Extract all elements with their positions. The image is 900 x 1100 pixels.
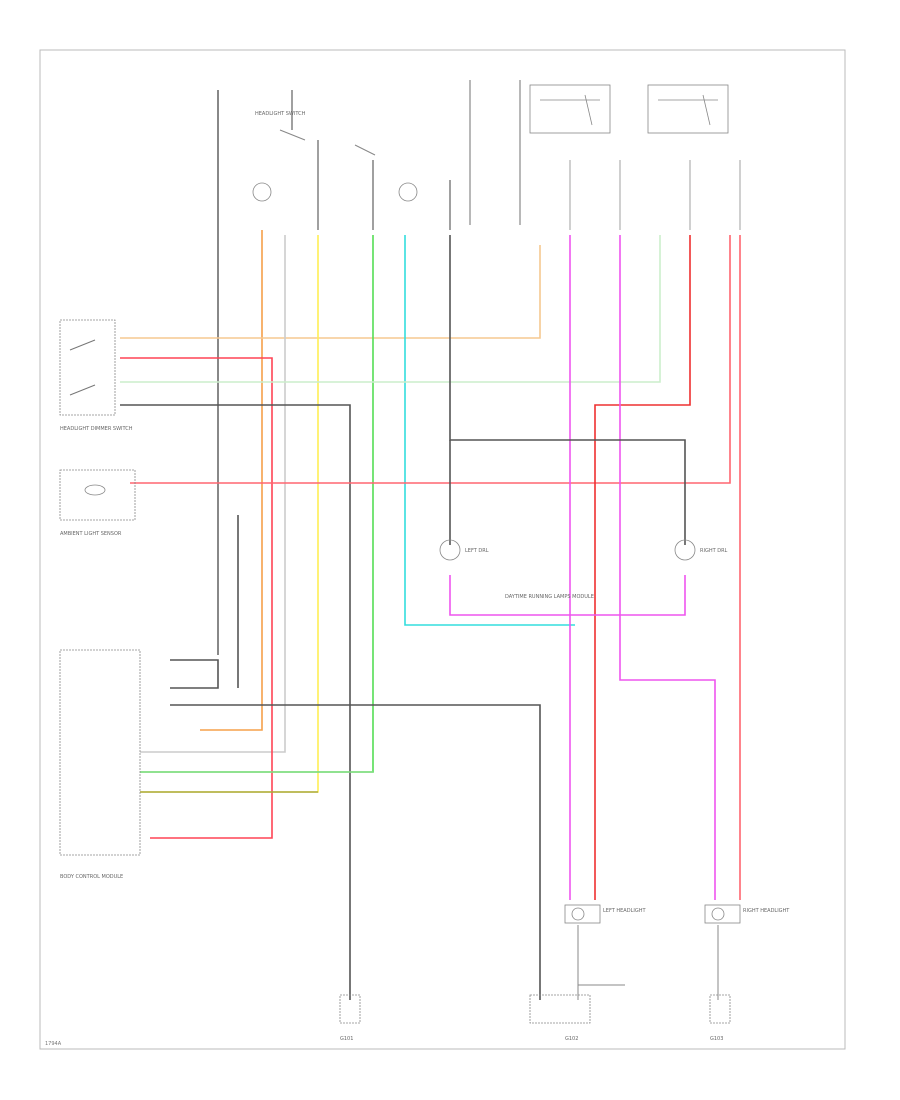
right-drl-label: RIGHT DRL — [700, 548, 728, 554]
dimmer-switch-label: HEADLIGHT DIMMER SWITCH — [60, 426, 133, 432]
headlight-switch: HEADLIGHT SWITCH — [255, 111, 376, 156]
lamp-symbol-top-left — [252, 182, 272, 202]
headlight-switch-label: HEADLIGHT SWITCH — [255, 111, 306, 117]
ground-g101: G101 — [339, 994, 361, 1042]
bcm-label: BODY CONTROL MODULE — [60, 874, 123, 880]
ground-wires — [577, 925, 719, 1000]
wire-gray-bcm — [170, 659, 219, 689]
sensor-label: AMBIENT LIGHT SENSOR — [60, 531, 122, 537]
top-feed-wires — [217, 80, 521, 655]
wire-gray-dimmer — [120, 404, 351, 1000]
wire-red-right — [594, 235, 691, 900]
body-control-module: BODY CONTROL MODULE — [59, 649, 141, 880]
left-drl-label: LEFT DRL — [465, 548, 489, 554]
diagram-frame — [39, 49, 846, 1050]
drl-module-label: DAYTIME RUNNING LAMPS MODULE — [505, 594, 594, 600]
left-headlight: LEFT HEADLIGHT — [564, 904, 646, 924]
wire-gray-lamps — [449, 235, 686, 545]
left-headlight-label: LEFT HEADLIGHT — [603, 908, 646, 914]
wire-magenta-2 — [619, 235, 716, 900]
relay-block — [529, 84, 741, 230]
wire-cyan — [404, 235, 575, 626]
ground-g103: G103 — [709, 994, 731, 1042]
left-drl: LEFT DRL — [439, 539, 489, 561]
right-drl: RIGHT DRL — [674, 539, 728, 561]
wire-green — [140, 235, 374, 773]
wire-orange-right — [120, 245, 541, 339]
right-headlight-label: RIGHT HEADLIGHT — [743, 908, 790, 914]
ambient-light-sensor: AMBIENT LIGHT SENSOR — [59, 469, 136, 537]
wire-gray-ground — [170, 704, 541, 1000]
wire-light-green — [120, 235, 661, 383]
colored-wires — [120, 230, 741, 1000]
wire-orange — [200, 230, 263, 731]
wire-pink-red — [120, 357, 273, 839]
ground-g102: G102 — [529, 994, 591, 1042]
right-headlight: RIGHT HEADLIGHT — [704, 904, 790, 924]
wire-yellow — [140, 235, 319, 793]
wire-red-sensor — [130, 235, 731, 484]
ground-g103-label: G103 — [710, 1036, 723, 1042]
wire-light-gray — [140, 235, 286, 753]
wire-magenta-loop — [449, 575, 686, 616]
footer-code: 1794A — [45, 1041, 62, 1047]
ground-g101-label: G101 — [340, 1036, 353, 1042]
lamp-symbol-top-mid — [398, 182, 418, 202]
ground-g102-label: G102 — [565, 1036, 578, 1042]
headlight-dimmer-switch: HEADLIGHT DIMMER SWITCH — [59, 319, 133, 432]
